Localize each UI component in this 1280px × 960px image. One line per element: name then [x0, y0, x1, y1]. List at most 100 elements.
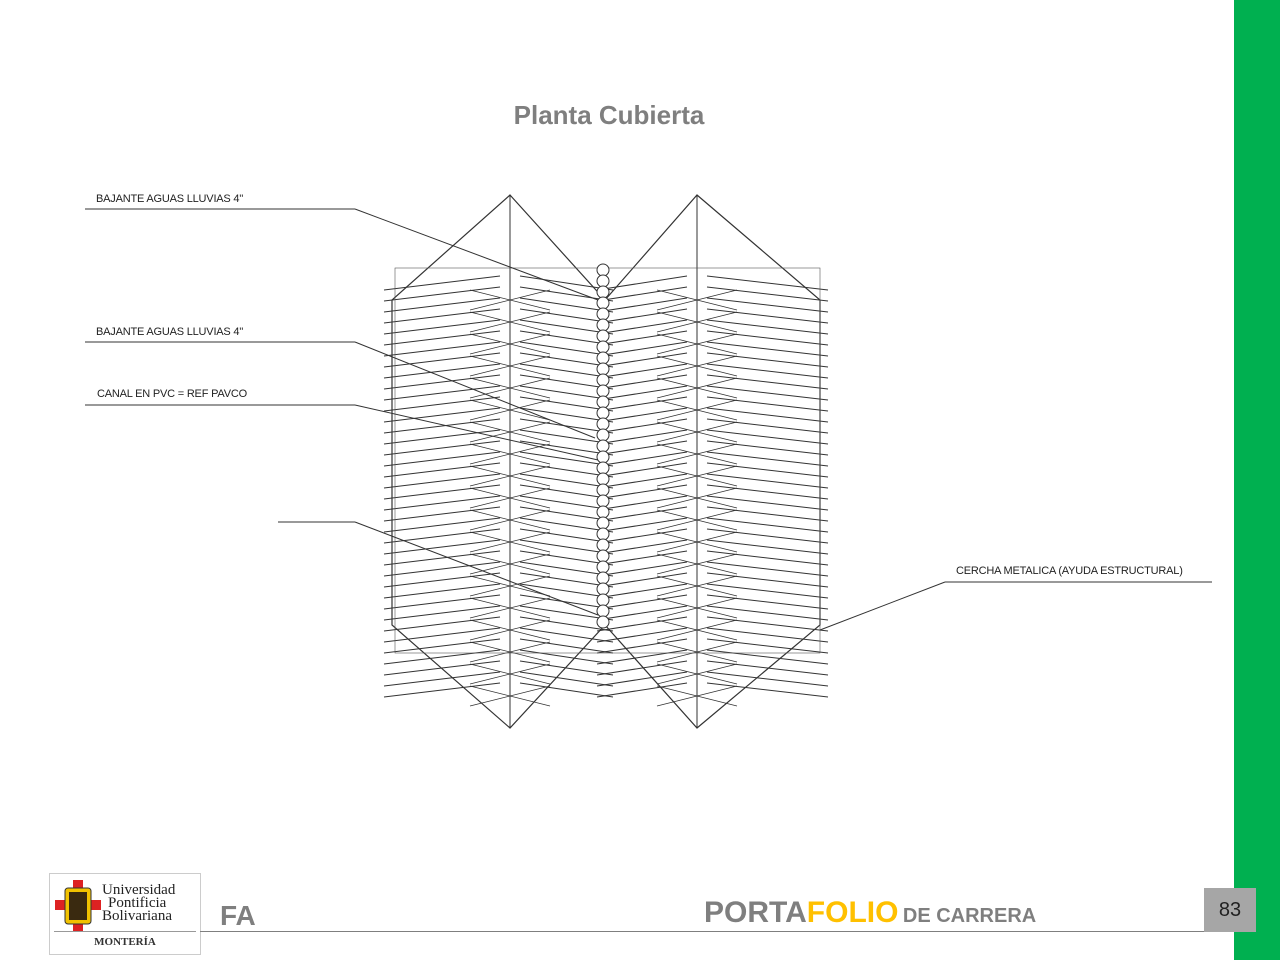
roof-rafter: [596, 440, 688, 456]
roof-rafter: [596, 517, 688, 533]
downspout-circle: [596, 406, 610, 420]
roof-rafter: [383, 638, 501, 654]
cross-brace: [469, 377, 551, 399]
university-seal-icon: [55, 880, 101, 932]
roof-rafter: [706, 605, 829, 621]
downspout-circle: [596, 560, 610, 574]
downspout-circle: [596, 285, 610, 299]
roof-rafter: [383, 594, 501, 610]
roof-rafter: [596, 319, 688, 335]
roof-rafter: [596, 506, 688, 522]
downspout-circle: [596, 615, 610, 629]
roof-rafter: [383, 627, 501, 643]
roof-rafter: [383, 495, 501, 511]
roof-rafter: [519, 418, 614, 434]
cross-brace: [469, 333, 551, 355]
roof-rafter: [596, 352, 688, 368]
roof-rafter: [519, 583, 614, 599]
roof-rafter: [706, 374, 829, 390]
roof-rafter: [383, 374, 501, 390]
leader-line: [354, 208, 599, 301]
logo-line2: Pontificia: [108, 895, 167, 911]
roof-rafter: [596, 539, 688, 555]
university-logo: Universidad Pontificia Bolivariana MONTE…: [49, 873, 201, 955]
roof-rafter: [519, 528, 614, 544]
roof-rafter: [706, 517, 829, 533]
roof-rafter: [519, 275, 614, 291]
roof-rafter: [596, 627, 688, 643]
downspout-circle: [596, 307, 610, 321]
label-canal-pvc: CANAL EN PVC = REF PAVCO: [97, 388, 247, 400]
downspout-circle: [596, 571, 610, 585]
roof-rafter: [383, 440, 501, 456]
logo-campus: MONTERÍA: [94, 936, 156, 948]
roof-rafter: [383, 275, 501, 291]
cross-brace: [656, 399, 738, 421]
roof-rafter: [706, 275, 829, 291]
green-side-bar: [1234, 0, 1280, 960]
cross-brace: [469, 487, 551, 509]
roof-rafter: [519, 506, 614, 522]
downspout-circle: [596, 417, 610, 431]
roof-rafter: [706, 572, 829, 588]
roof-rafter: [706, 319, 829, 335]
roof-rafter: [596, 638, 688, 654]
label-cercha-metalica: CERCHA METALICA (AYUDA ESTRUCTURAL): [956, 565, 1183, 577]
cross-brace: [469, 399, 551, 421]
roof-rafter: [706, 638, 829, 654]
cross-brace: [469, 641, 551, 663]
cross-brace: [469, 575, 551, 597]
roof-rafter: [596, 385, 688, 401]
roof-rafter: [383, 396, 501, 412]
brand-porta: PORTA: [704, 896, 807, 929]
roof-rafter: [383, 528, 501, 544]
roof-rafter: [596, 682, 688, 698]
roof-rafter: [383, 550, 501, 566]
roof-rafter: [596, 407, 688, 423]
roof-rafter: [706, 341, 829, 357]
downspout-circle: [596, 604, 610, 618]
roof-rafter: [596, 649, 688, 665]
cross-brace: [469, 663, 551, 685]
downspout-circle: [596, 318, 610, 332]
roof-rafter: [596, 330, 688, 346]
roof-rafter: [706, 462, 829, 478]
downspout-circle: [596, 494, 610, 508]
roof-rafter: [383, 462, 501, 478]
roof-rafter: [519, 396, 614, 412]
roof-rafter: [596, 528, 688, 544]
roof-rafter: [519, 561, 614, 577]
roof-rafter: [706, 330, 829, 346]
roof-rafter: [596, 308, 688, 324]
roof-rafter: [519, 374, 614, 390]
downspout-circle: [596, 516, 610, 530]
roof-rafter: [596, 286, 688, 302]
roof-rafter: [706, 473, 829, 489]
roof-rafter: [519, 682, 614, 698]
roof-rafter: [596, 297, 688, 313]
cross-brace: [656, 377, 738, 399]
roof-rafter: [383, 506, 501, 522]
label-bajante-1: BAJANTE AGUAS LLUVIAS 4": [96, 193, 244, 205]
cross-brace: [656, 443, 738, 465]
roof-rafter: [706, 682, 829, 698]
roof-rafter: [383, 297, 501, 313]
roof-rafter: [383, 429, 501, 445]
roof-rafter: [596, 418, 688, 434]
cross-brace: [656, 575, 738, 597]
cross-brace: [656, 333, 738, 355]
roof-rafter: [383, 561, 501, 577]
roof-rafter: [596, 429, 688, 445]
roof-rafter: [519, 517, 614, 533]
downspout-circle: [596, 593, 610, 607]
roof-rafter: [383, 616, 501, 632]
roof-rafter: [596, 616, 688, 632]
portfolio-brand: PORTAFOLIO DE CARRERA: [704, 896, 1036, 930]
roof-rafter: [706, 385, 829, 401]
downspout-circle: [596, 373, 610, 387]
roof-rafter: [596, 572, 688, 588]
downspout-circle: [596, 384, 610, 398]
roof-rafter: [519, 660, 614, 676]
cross-brace: [656, 531, 738, 553]
roof-rafter: [706, 407, 829, 423]
